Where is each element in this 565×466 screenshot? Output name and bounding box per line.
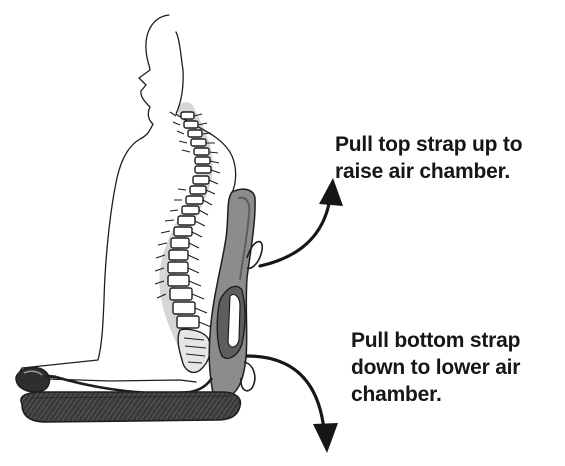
bottom-strap-instruction: Pull bottom strap down to lower air cham…: [351, 327, 565, 408]
top-strap-instruction: Pull top strap up to raise air chamber.: [335, 131, 561, 185]
back-cushion: [209, 189, 262, 398]
up-arrow: [260, 178, 343, 266]
seat-cushion: [21, 392, 240, 422]
down-arrow: [247, 356, 338, 453]
